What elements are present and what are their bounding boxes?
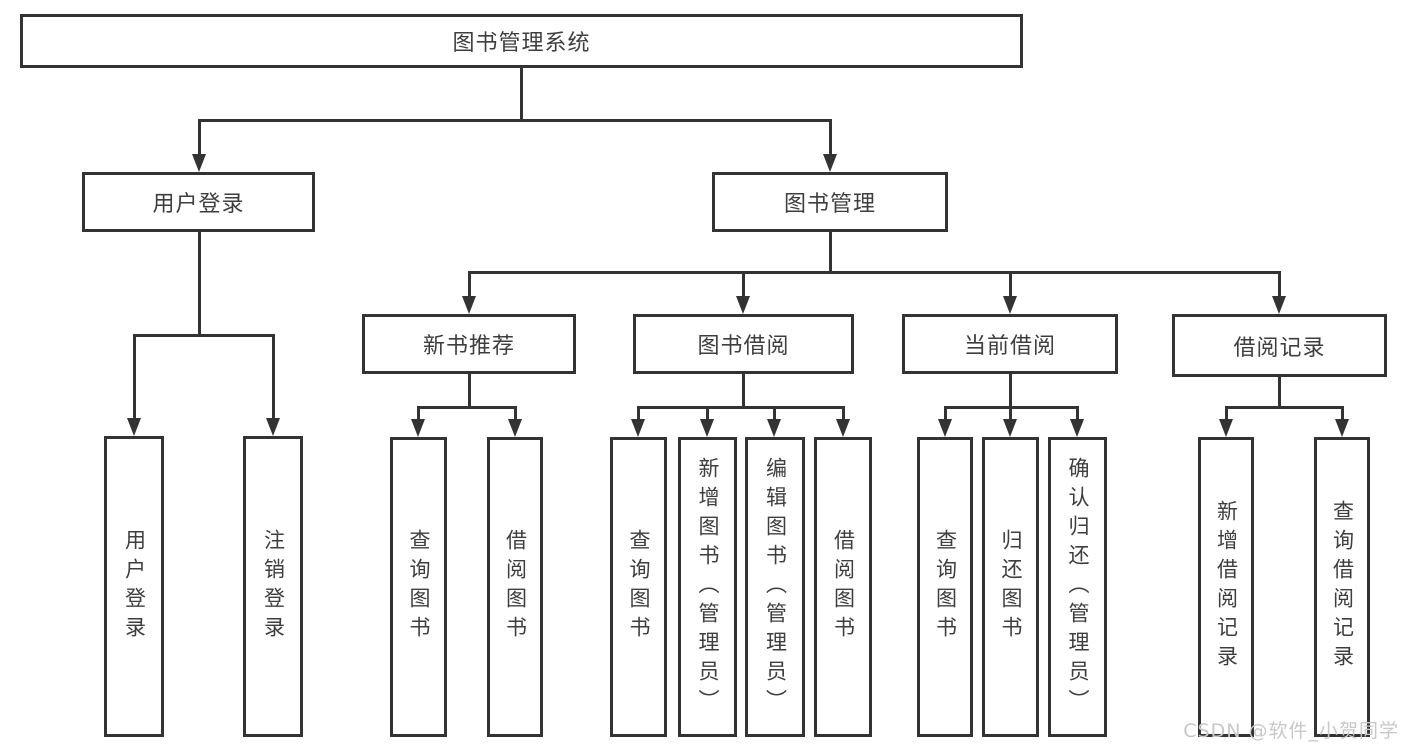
arrowhead-down-icon (508, 419, 522, 437)
leaf-edit-book-admin: 编辑图书（管理员） (745, 437, 805, 737)
leaf-add-borrow-record: 新增借阅记录 (1198, 437, 1254, 737)
arrowhead-down-icon (462, 296, 476, 314)
leaf-query-book-recommend: 查询图书 (390, 437, 447, 737)
leaf-query-book-current-label: 查询图书 (933, 529, 958, 645)
leaf-confirm-return-admin-label: 确认归还（管理员） (1066, 456, 1090, 718)
leaf-query-borrow-record-label: 查询借阅记录 (1330, 500, 1355, 674)
arrowhead-down-icon (192, 154, 206, 172)
arrowhead-down-icon (1272, 296, 1286, 314)
connector-root-drop-left (198, 119, 201, 156)
leaf-add-book-admin: 新增图书（管理员） (678, 437, 737, 737)
connector-book-mgmt-drop-2 (742, 271, 745, 299)
node-book-management-system: 图书管理系统 (20, 14, 1023, 68)
arrowhead-down-icon (1219, 419, 1233, 437)
leaf-add-book-admin-label: 新增图书（管理员） (696, 456, 720, 718)
arrowhead-down-icon (836, 419, 850, 437)
leaf-edit-book-admin-label: 编辑图书（管理员） (763, 456, 788, 718)
leaf-add-borrow-record-label: 新增借阅记录 (1214, 500, 1239, 674)
node-book-borrow: 图书借阅 (633, 314, 854, 374)
leaf-user-login-label: 用户登录 (122, 528, 147, 645)
arrowhead-down-icon (1003, 419, 1017, 437)
arrowhead-down-icon (1335, 419, 1349, 437)
node-borrow-record: 借阅记录 (1172, 314, 1387, 377)
node-book-management: 图书管理 (712, 172, 948, 232)
leaf-logout: 注销登录 (243, 436, 303, 737)
arrowhead-down-icon (1003, 296, 1017, 314)
csdn-watermark: CSDN @软件_小贺同学 (1183, 720, 1399, 742)
connector-book-borrow-drop-3 (773, 406, 776, 421)
connector-current-borrow-stem (1009, 374, 1012, 409)
leaf-query-book-recommend-label: 查询图书 (407, 529, 431, 645)
arrowhead-down-icon (736, 296, 750, 314)
connector-new-book-stem (468, 374, 471, 409)
connector-new-book-bus (417, 406, 517, 409)
connector-borrow-record-stem (1278, 377, 1281, 409)
node-user-login: 用户登录 (82, 172, 315, 232)
leaf-query-borrow-record: 查询借阅记录 (1314, 437, 1370, 737)
node-book-management-label: 图书管理 (783, 192, 876, 217)
connector-book-borrow-bus (637, 406, 845, 409)
leaf-query-book-borrow-label: 查询图书 (627, 529, 651, 645)
connector-user-login-drop-2 (272, 334, 275, 422)
connector-current-borrow-drop-1 (944, 406, 947, 421)
arrowhead-down-icon (266, 418, 280, 436)
leaf-return-book-label: 归还图书 (999, 529, 1023, 645)
connector-book-mgmt-drop-3 (1009, 271, 1012, 299)
leaf-return-book: 归还图书 (982, 437, 1039, 737)
connector-book-borrow-stem (742, 374, 745, 409)
connector-root-stem (520, 68, 523, 120)
node-user-login-label: 用户登录 (152, 192, 245, 217)
connector-book-borrow-drop-2 (706, 406, 709, 421)
leaf-query-book-borrow: 查询图书 (610, 437, 667, 737)
node-borrow-record-label: 借阅记录 (1233, 335, 1326, 361)
node-current-borrow-label: 当前借阅 (963, 334, 1056, 359)
connector-root-bus (198, 119, 832, 122)
arrowhead-down-icon (127, 418, 141, 436)
leaf-logout-label: 注销登录 (261, 528, 286, 645)
connector-new-book-drop-2 (514, 406, 517, 421)
arrowhead-down-icon (767, 419, 781, 437)
arrowhead-down-icon (823, 154, 837, 172)
leaf-borrow-book-recommend: 借阅图书 (487, 437, 543, 737)
leaf-borrow-book-recommend-label: 借阅图书 (503, 529, 528, 645)
connector-borrow-record-drop-1 (1225, 406, 1228, 421)
arrowhead-down-icon (938, 419, 952, 437)
connector-user-login-drop-1 (133, 334, 136, 422)
leaf-borrow-book-label: 借阅图书 (831, 529, 856, 645)
connector-new-book-drop-1 (417, 406, 420, 421)
arrowhead-down-icon (631, 419, 645, 437)
arrowhead-down-icon (1070, 419, 1084, 437)
node-book-borrow-label: 图书借阅 (697, 334, 790, 359)
connector-book-mgmt-stem (829, 232, 832, 274)
leaf-confirm-return-admin: 确认归还（管理员） (1048, 437, 1107, 737)
node-book-management-system-label: 图书管理系统 (452, 31, 591, 56)
leaf-borrow-book: 借阅图书 (814, 437, 872, 737)
connector-root-drop-right (829, 119, 832, 156)
connector-book-mgmt-drop-4 (1278, 271, 1281, 299)
node-new-book-recommend: 新书推荐 (362, 314, 576, 374)
connector-borrow-record-bus (1225, 406, 1344, 409)
leaf-query-book-current: 查询图书 (917, 437, 973, 737)
connector-book-mgmt-drop-1 (468, 271, 471, 299)
node-current-borrow: 当前借阅 (902, 314, 1118, 374)
node-new-book-recommend-label: 新书推荐 (422, 334, 515, 359)
connector-user-login-stem (198, 232, 201, 336)
connector-current-borrow-drop-3 (1076, 406, 1079, 421)
connector-current-borrow-drop-2 (1009, 406, 1012, 421)
connector-user-login-bus (133, 334, 275, 337)
connector-book-borrow-drop-1 (637, 406, 640, 421)
connector-book-mgmt-bus (468, 271, 1281, 274)
connector-book-borrow-drop-4 (842, 406, 845, 421)
leaf-user-login: 用户登录 (104, 436, 164, 737)
arrowhead-down-icon (700, 419, 714, 437)
arrowhead-down-icon (411, 419, 425, 437)
connector-borrow-record-drop-2 (1341, 406, 1344, 421)
